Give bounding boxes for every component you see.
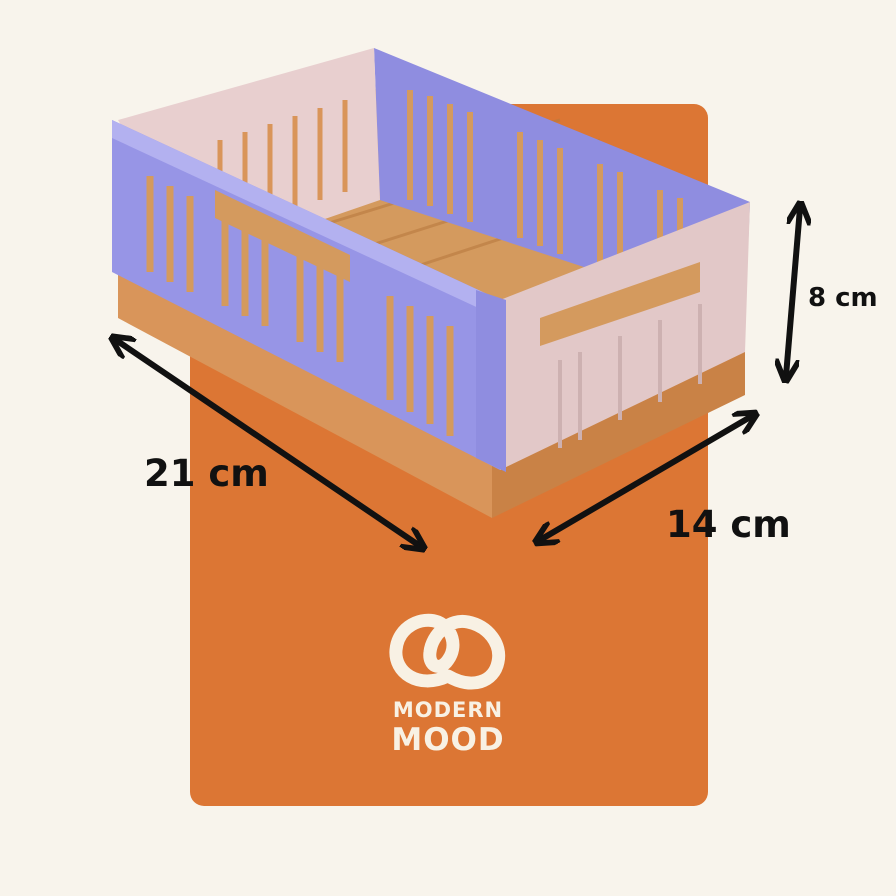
width-arrow xyxy=(540,416,752,540)
collapsible-crate xyxy=(112,48,750,518)
crate-right-handle-cutout xyxy=(540,262,700,346)
brand-name-line2: MOOD xyxy=(391,722,505,758)
length-label: 21 cm xyxy=(144,452,269,495)
width-label: 14 cm xyxy=(666,503,791,546)
brand-logo: MODERN MOOD xyxy=(362,606,534,758)
loop-logo-icon xyxy=(389,613,506,690)
crate-front-rim xyxy=(112,120,500,318)
crate-front-handle-cutout xyxy=(215,190,350,282)
crate-corner-post xyxy=(476,290,506,472)
brand-name-line1: MODERN xyxy=(392,698,504,722)
length-arrow xyxy=(116,340,420,546)
height-arrow xyxy=(786,208,800,376)
height-label: 8 cm xyxy=(808,283,878,313)
dimension-arrows xyxy=(116,208,800,546)
